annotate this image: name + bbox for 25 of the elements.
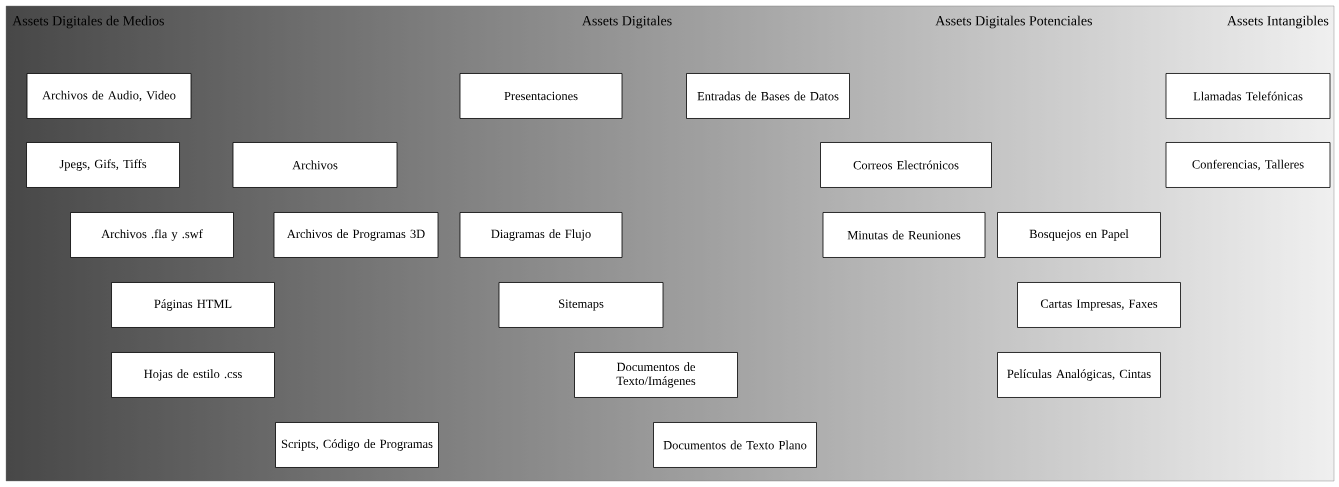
- asset-box: Entradas de Bases de Datos: [686, 73, 850, 119]
- asset-box: Documentos de Texto Plano: [653, 422, 817, 468]
- asset-box: Páginas HTML: [111, 282, 275, 328]
- asset-box: Diagramas de Flujo: [459, 212, 623, 258]
- asset-box: Cartas Impresas, Faxes: [1017, 282, 1181, 328]
- asset-box: Sitemaps: [498, 282, 664, 328]
- asset-box: Archivos de Programas 3D: [273, 212, 439, 258]
- asset-box: Bosquejos en Papel: [997, 212, 1161, 258]
- column-heading: Assets Digitales Potenciales: [935, 15, 1092, 29]
- asset-box: Presentaciones: [459, 73, 623, 119]
- asset-box: Archivos .fla y .swf: [70, 212, 234, 258]
- column-heading: Assets Intangibles: [1227, 15, 1329, 29]
- asset-box: Documentos de Texto/Imágenes: [574, 352, 738, 398]
- asset-box: Minutas de Reuniones: [822, 212, 986, 258]
- asset-box: Correos Electrónicos: [820, 142, 992, 188]
- column-heading: Assets Digitales: [582, 15, 672, 29]
- asset-box: Películas Analógicas, Cintas: [997, 352, 1161, 398]
- asset-box: Archivos: [232, 142, 398, 188]
- asset-box: Llamadas Telefónicas: [1165, 73, 1331, 119]
- asset-box: Scripts, Código de Programas: [275, 422, 439, 468]
- asset-box: Hojas de estilo .css: [111, 352, 275, 398]
- asset-box: Jpegs, Gifs, Tiffs: [26, 142, 180, 188]
- asset-box: Archivos de Audio, Video: [26, 73, 192, 119]
- asset-box: Conferencias, Talleres: [1165, 142, 1331, 188]
- column-heading: Assets Digitales de Medios: [12, 15, 164, 29]
